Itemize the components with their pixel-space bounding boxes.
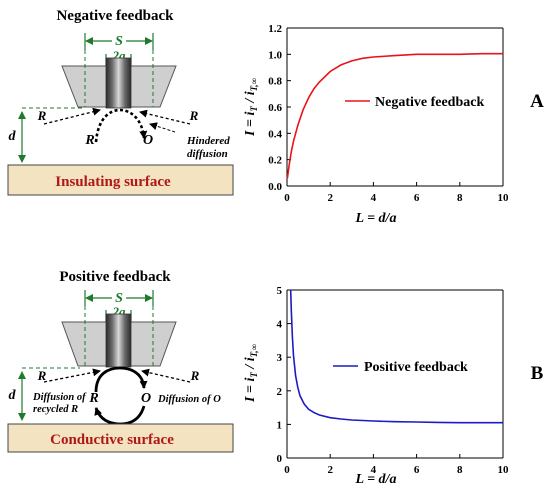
electrode-b: [105, 313, 132, 368]
chart-a-xlabel: L = d/a: [355, 211, 397, 226]
r-right-b: R: [190, 368, 200, 383]
o-mid-a: O: [143, 133, 153, 148]
diagram-positive-feedback: Positive feedback S 2a d R: [7, 269, 234, 453]
chart-b-y-tick-label: 2: [277, 386, 283, 398]
chart-a-y-tick-label: 1.2: [268, 23, 282, 35]
chart-a-x-tick-label: 6: [414, 192, 420, 204]
electrode-a: [105, 57, 132, 109]
s-dimension-a: S: [84, 32, 154, 50]
chart-a-x-tick-label: 2: [327, 192, 333, 204]
chart-b-ylabel: I = iT / iT,∞: [243, 344, 259, 403]
chart-b-y-tick-label: 1: [277, 419, 283, 431]
d-label-b: d: [9, 388, 17, 403]
r-mid-a: R: [84, 133, 94, 148]
chart-b-x-tick-label: 8: [457, 464, 463, 476]
surface-label-b: Conductive surface: [50, 432, 174, 448]
chart-b-x-tick-label: 0: [284, 464, 290, 476]
note-left-b2: recycled R: [33, 404, 78, 415]
note-hindered: Hindered: [186, 135, 230, 147]
chart-b-xlabel: L = d/a: [355, 472, 397, 486]
chart-b-y-tick-label: 3: [277, 352, 283, 364]
chart-b-y-tick-label: 4: [277, 319, 283, 331]
chart-b-y-tick-label: 5: [277, 285, 283, 297]
chart-a-y-tick-label: 1.0: [268, 49, 282, 61]
o-mid-b: O: [141, 391, 151, 406]
diagram-a-title: Negative feedback: [56, 8, 174, 24]
chart-a-x-tick-label: 4: [371, 192, 377, 204]
s-label-b: S: [115, 291, 123, 306]
chart-a-x-tick-label: 0: [284, 192, 290, 204]
panel-letter-a: A: [530, 91, 544, 112]
chart-a-y-tick-label: 0.8: [268, 76, 282, 88]
chart-a-y-tick-label: 0.0: [268, 181, 282, 193]
chart-a-y-tick-label: 0.6: [268, 102, 282, 114]
chart-a-y-tick-label: 0.2: [268, 155, 282, 167]
r-left-a: R: [37, 108, 47, 123]
surface-label-a: Insulating surface: [55, 174, 171, 190]
note-right-b: Diffusion of O: [157, 394, 221, 405]
s-dimension-b: S: [84, 289, 154, 306]
r-mid-b: R: [88, 391, 98, 406]
legend-label-a: Negative feedback: [375, 95, 484, 110]
chart-a-x-tick-label: 8: [457, 192, 463, 204]
note-left-b1: Diffusion of: [32, 392, 87, 403]
svg-text:I = iT / iT,∞: I = iT / iT,∞: [243, 78, 259, 137]
r-left-b: R: [37, 368, 47, 383]
note-diffusion: diffusion: [187, 148, 228, 160]
chart-negative-feedback: 0 2 4 6 8 10 0.0 0.2 0.4 0.6 0.8 1.0 1.2 Negative fe…: [243, 23, 544, 226]
chart-a-x-tick-label: 10: [498, 192, 510, 204]
r-right-a: R: [189, 108, 199, 123]
chart-a-ylabel: I = iT / iT,∞: [243, 78, 259, 137]
chart-b-x-tick-label: 4: [371, 464, 377, 476]
s-label-a: S: [115, 34, 123, 49]
chart-b-x-tick-label: 2: [327, 464, 333, 476]
chart-b-y-tick-label: 0: [277, 453, 283, 465]
d-dimension-b: d: [9, 371, 26, 421]
conductive-surface: [7, 423, 234, 453]
chart-b-ticks: 0 2 4 6 8 10 0 1 2 3 4 5: [277, 285, 510, 476]
chart-b-x-tick-label: 6: [414, 464, 420, 476]
d-label-a: d: [9, 129, 17, 144]
diagram-negative-feedback: Negative feedback S 2a d: [7, 8, 234, 196]
chart-a-ticks: 0 2 4 6 8 10 0.0 0.2 0.4 0.6 0.8 1.0 1.2: [268, 23, 509, 204]
d-dimension-a: d: [9, 111, 26, 163]
legend-label-b: Positive feedback: [364, 360, 468, 375]
panel-letter-b: B: [531, 363, 544, 384]
chart-b-x-tick-label: 10: [498, 464, 510, 476]
svg-text:I = iT / iT,∞: I = iT / iT,∞: [243, 344, 259, 403]
diagram-b-title: Positive feedback: [59, 269, 171, 285]
series-line-positive-feedback: [289, 289, 503, 424]
chart-a-y-tick-label: 0.4: [268, 128, 282, 140]
insulating-surface: [7, 164, 234, 196]
series-line-negative-feedback: [286, 52, 503, 179]
